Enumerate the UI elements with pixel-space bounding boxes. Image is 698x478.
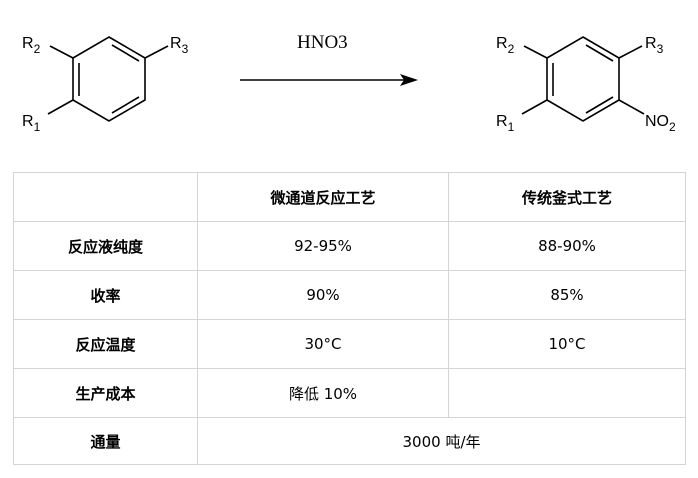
row-label-yield: 收率 [13, 270, 198, 320]
product-r3-label: R3 [645, 35, 664, 56]
purity-micro-cell: 92-95% [197, 221, 449, 271]
row-label-temperature: 反应温度 [13, 319, 198, 369]
purity-batch-cell: 88-90% [448, 221, 686, 271]
process-comparison-table: 微通道反应工艺 传统釜式工艺 反应液纯度 92-95% 88-90% 收率 90… [13, 172, 686, 465]
temperature-batch-cell: 10°C [448, 319, 686, 369]
temperature-micro-cell: 30°C [197, 319, 449, 369]
table-row: 生产成本 降低 10% [13, 368, 686, 418]
cost-batch-cell [448, 368, 686, 418]
product-nitro-label: NO2 [645, 113, 676, 134]
throughput-value-cell: 3000 吨/年 [197, 417, 686, 465]
reaction-arrow [240, 74, 418, 86]
table-row: 收率 90% 85% [13, 270, 686, 320]
reaction-scheme: R2 R3 R1 HNO3 R2 R3 R1 NO2 [22, 32, 676, 134]
table-row: 反应液纯度 92-95% 88-90% [13, 221, 686, 271]
header-batch: 传统釜式工艺 [448, 172, 686, 222]
reactant-benzene-ring [47, 36, 169, 122]
table-header-row: 微通道反应工艺 传统釜式工艺 [13, 172, 686, 222]
row-label-cost: 生产成本 [13, 368, 198, 418]
reactant-r1-label: R1 [22, 113, 41, 134]
table-row: 通量 3000 吨/年 [13, 417, 686, 465]
header-microchannel: 微通道反应工艺 [197, 172, 449, 222]
cost-micro-cell: 降低 10% [197, 368, 449, 418]
yield-micro-cell: 90% [197, 270, 449, 320]
table-row: 反应温度 30°C 10°C [13, 319, 686, 369]
reactant-r3-label: R3 [170, 35, 189, 56]
header-empty-cell [13, 172, 198, 222]
row-label-purity: 反应液纯度 [13, 221, 198, 271]
reagent-label: HNO3 [297, 32, 348, 53]
product-benzene-ring [521, 36, 645, 122]
yield-batch-cell: 85% [448, 270, 686, 320]
reactant-r2-label: R2 [22, 35, 41, 56]
row-label-throughput: 通量 [13, 417, 198, 465]
product-r1-label: R1 [496, 113, 515, 134]
product-r2-label: R2 [496, 35, 515, 56]
